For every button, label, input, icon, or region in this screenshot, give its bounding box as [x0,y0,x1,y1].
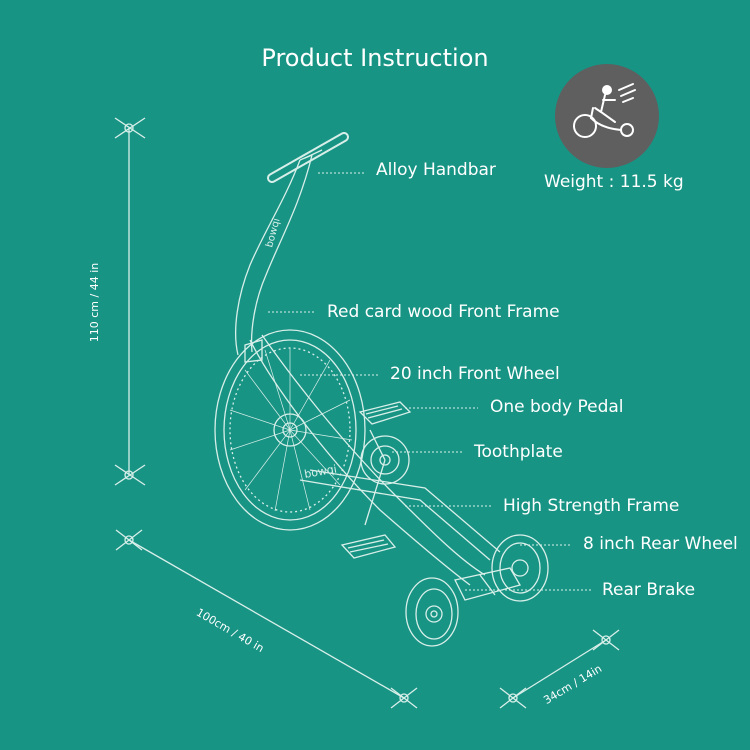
label-handbar: Alloy Handbar [376,160,496,180]
label-frame: High Strength Frame [503,496,680,516]
label-toothplate: Toothplate [474,442,563,462]
dimension-height: 110 cm / 44 in [88,262,102,343]
label-front-wheel: 20 inch Front Wheel [390,364,560,384]
toothplate [360,429,410,526]
page-title: Product Instruction [261,44,489,72]
weight-label: Weight : 11.5 kg [544,172,684,192]
front-frame [235,154,313,363]
length-dimension-line [128,539,405,699]
label-rear-brake: Rear Brake [602,580,696,600]
rider-icon [573,83,636,138]
label-rear-wheel: 8 inch Rear Wheel [583,534,738,554]
label-front-frame: Red card wood Front Frame [327,302,560,322]
rider-badge [555,64,659,168]
main-frame [249,334,501,586]
label-pedal: One body Pedal [490,397,624,417]
rear-wheel-left [405,577,459,647]
pedal-lower [340,534,397,559]
rear-brake [454,567,521,601]
width-dimension-line [512,639,607,699]
pedal-upper [358,401,412,425]
front-wheel [214,329,366,531]
rear-wheel-right [491,534,549,602]
brand-mark-lower: bowqi [303,462,338,480]
